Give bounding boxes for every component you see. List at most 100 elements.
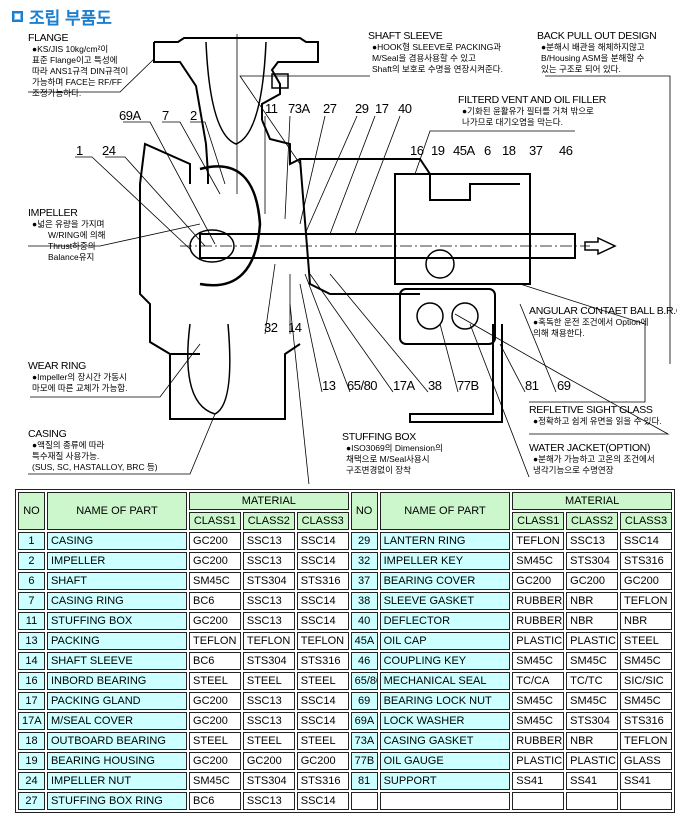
material-class2: PLASTIC bbox=[566, 632, 619, 650]
material-class1: SS41 bbox=[512, 772, 565, 790]
callout-6: 6 bbox=[484, 143, 491, 158]
part-no: 40 bbox=[350, 612, 378, 630]
material-class1: SM45C bbox=[512, 652, 565, 670]
callout-17a: 17A bbox=[393, 378, 415, 393]
callout-38: 38 bbox=[428, 378, 442, 393]
material-class2: SS41 bbox=[566, 772, 619, 790]
header-name: NAME OF PART bbox=[379, 492, 511, 530]
part-name: IMPELLER bbox=[46, 552, 188, 570]
part-name: M/SEAL COVER bbox=[46, 712, 188, 730]
material-class2: STEEL bbox=[242, 732, 295, 750]
callout-69a: 69A bbox=[119, 108, 141, 123]
material-class3: SSC14 bbox=[296, 692, 349, 710]
part-name: PACKING GLAND bbox=[46, 692, 188, 710]
material-class1: TC/CA bbox=[512, 672, 565, 690]
material-class1: BC6 bbox=[189, 652, 241, 670]
material-class2: STS304 bbox=[566, 712, 619, 730]
part-name: CASING bbox=[46, 532, 188, 550]
callout-69: 69 bbox=[557, 378, 571, 393]
header-class2: CLASS2 bbox=[242, 512, 295, 530]
callout-7: 7 bbox=[162, 108, 169, 123]
section-title-text: 조립 부품도 bbox=[29, 9, 112, 28]
material-class3: GLASS bbox=[620, 752, 672, 770]
material-class2: STS304 bbox=[242, 572, 295, 590]
material-class2: STS304 bbox=[242, 772, 295, 790]
callout-65-80: 65/80 bbox=[347, 378, 378, 393]
callout-45a: 45A bbox=[453, 143, 475, 158]
material-class2: GC200 bbox=[242, 752, 295, 770]
material-class3: STS316 bbox=[296, 572, 349, 590]
material-class3 bbox=[620, 792, 672, 810]
note-angular-bearing: ANGULAR CONTAET BALL B.R.G●혹독한 운전 조건에서 O… bbox=[529, 305, 677, 339]
material-class2: STS304 bbox=[566, 552, 619, 570]
part-no: 37 bbox=[350, 572, 378, 590]
material-class2: TEFLON bbox=[242, 632, 295, 650]
callout-11: 11 bbox=[265, 101, 278, 116]
material-class3: STEEL bbox=[296, 732, 349, 750]
part-name: BEARING LOCK NUT bbox=[379, 692, 511, 710]
callout-73a: 73A bbox=[288, 101, 310, 116]
parts-table: NO NAME OF PART MATERIAL NO NAME OF PART… bbox=[15, 489, 675, 813]
part-name: SHAFT SLEEVE bbox=[46, 652, 188, 670]
part-name: INBORD BEARING bbox=[46, 672, 188, 690]
callout-16: 16 bbox=[410, 143, 424, 158]
callout-13: 13 bbox=[322, 378, 336, 393]
callout-18: 18 bbox=[502, 143, 516, 158]
material-class2: NBR bbox=[566, 592, 619, 610]
part-name: OIL GAUGE bbox=[379, 752, 511, 770]
part-no: 18 bbox=[18, 732, 45, 750]
material-class3: STS316 bbox=[296, 652, 349, 670]
part-no: 7 bbox=[18, 592, 45, 610]
material-class3: STEEL bbox=[620, 632, 672, 650]
part-name: SUPPORT bbox=[379, 772, 511, 790]
callout-1: 1 bbox=[76, 143, 83, 158]
note-vent: FILTERD VENT AND OIL FILLER●기화된 윤활유가 필터를… bbox=[458, 94, 607, 128]
part-no: 73A bbox=[350, 732, 378, 750]
part-no: 13 bbox=[18, 632, 45, 650]
material-class1: SM45C bbox=[189, 572, 241, 590]
part-name: LOCK WASHER bbox=[379, 712, 511, 730]
part-name: PACKING bbox=[46, 632, 188, 650]
material-class2: NBR bbox=[566, 612, 619, 630]
part-name: STUFFING BOX bbox=[46, 612, 188, 630]
material-class1: RUBBER bbox=[512, 592, 565, 610]
note-sight-glass: REFLETIVE SIGHT GLASS●정확하고 쉽게 유면을 읽을 수 있… bbox=[529, 404, 662, 427]
material-class2: PLASTIC bbox=[566, 752, 619, 770]
material-class3: STEEL bbox=[296, 672, 349, 690]
material-class3: SSC14 bbox=[296, 552, 349, 570]
material-class3: SSC14 bbox=[296, 712, 349, 730]
material-class2: NBR bbox=[566, 732, 619, 750]
material-class2 bbox=[566, 792, 619, 810]
pump-assembly-drawing bbox=[28, 34, 671, 484]
material-class2: SSC13 bbox=[242, 532, 295, 550]
header-no: NO bbox=[350, 492, 378, 530]
header-class3: CLASS3 bbox=[296, 512, 349, 530]
material-class1: STEEL bbox=[189, 732, 241, 750]
material-class1: BC6 bbox=[189, 592, 241, 610]
material-class3: SSC14 bbox=[296, 612, 349, 630]
material-class1: GC200 bbox=[189, 612, 241, 630]
part-name: IMPELLER NUT bbox=[46, 772, 188, 790]
header-no: NO bbox=[18, 492, 45, 530]
callout-19: 19 bbox=[431, 143, 445, 158]
part-no: 65/80 bbox=[350, 672, 378, 690]
material-class3: STS316 bbox=[296, 772, 349, 790]
part-no: 19 bbox=[18, 752, 45, 770]
material-class2: SM45C bbox=[566, 652, 619, 670]
part-no: 11 bbox=[18, 612, 45, 630]
material-class3: TEFLON bbox=[620, 732, 672, 750]
header-name: NAME OF PART bbox=[46, 492, 188, 530]
part-name: OUTBOARD BEARING bbox=[46, 732, 188, 750]
part-name: MECHANICAL SEAL bbox=[379, 672, 511, 690]
part-no: 38 bbox=[350, 592, 378, 610]
